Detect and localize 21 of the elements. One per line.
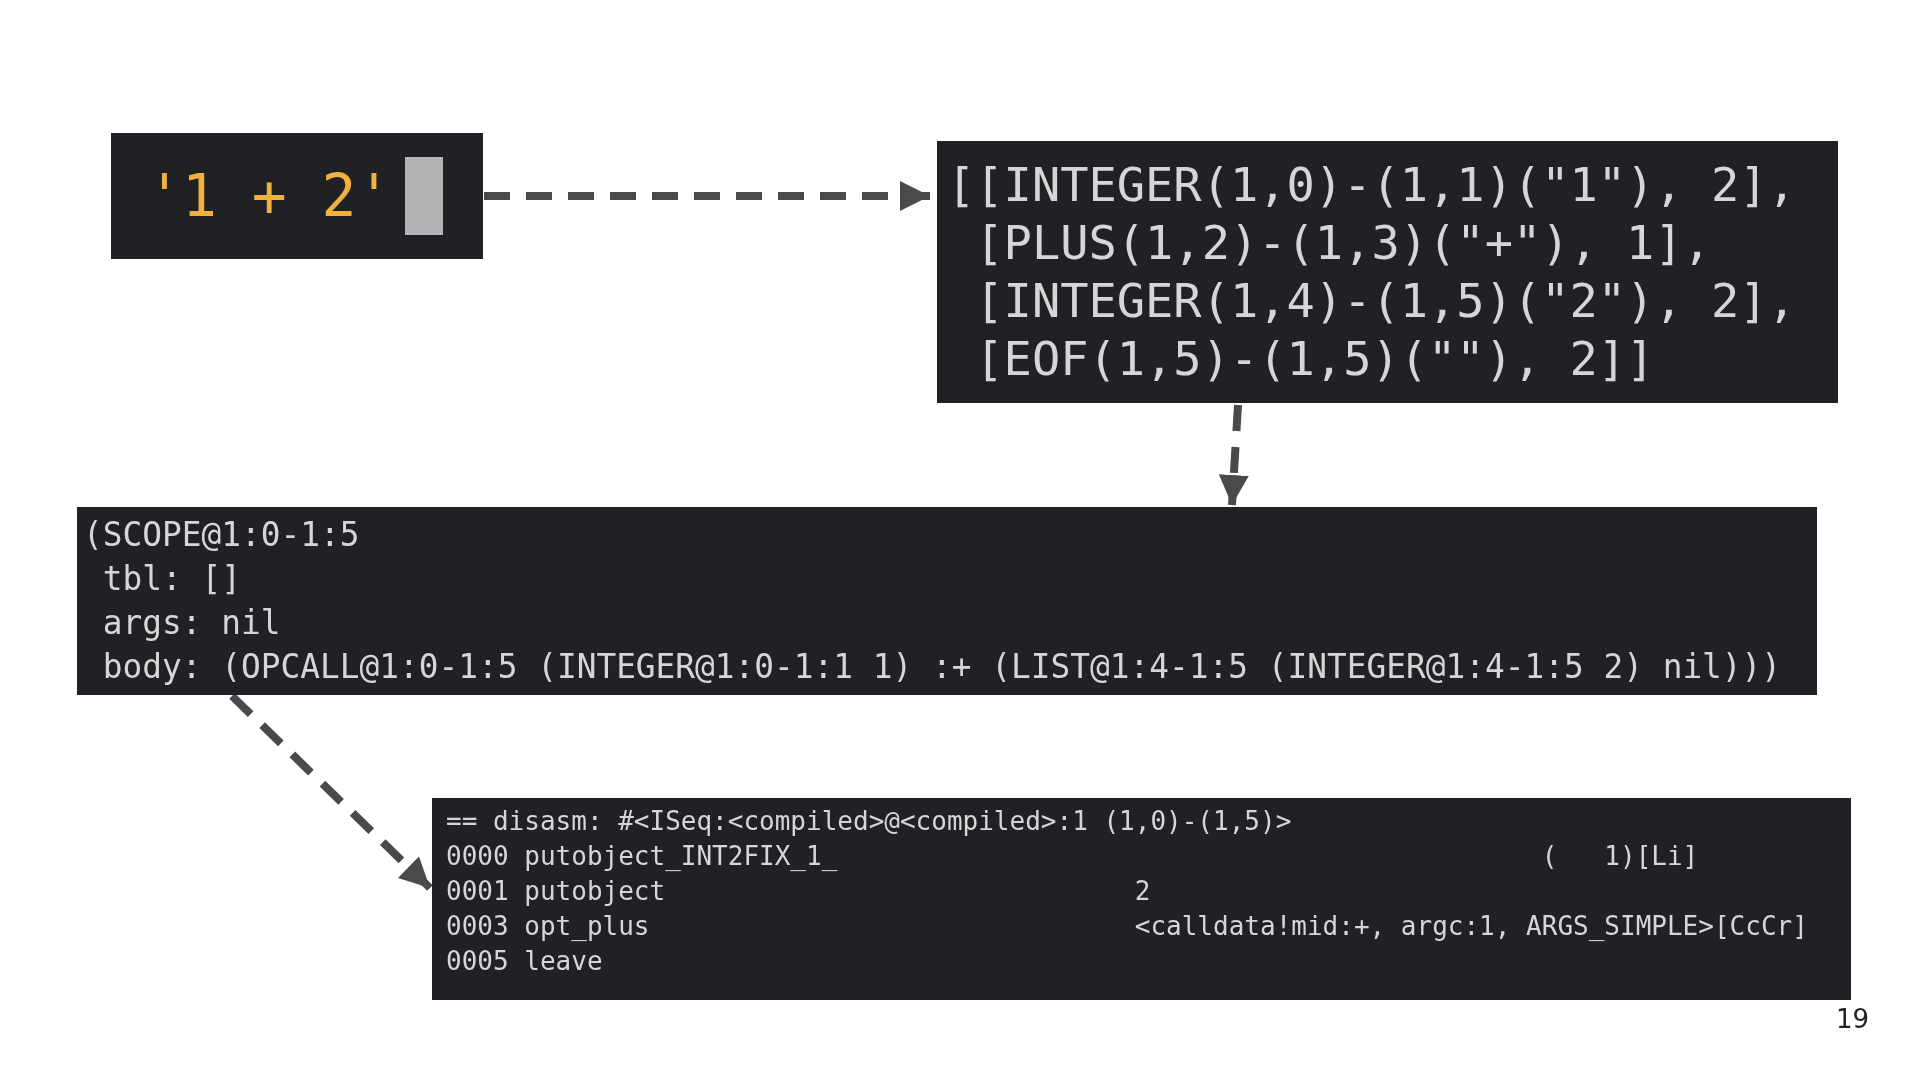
code-line: [PLUS(1,2)-(1,3)("+"), 1], — [974, 214, 1711, 272]
dashed-arrow — [1218, 404, 1249, 506]
terminal-panel — [111, 133, 483, 259]
page-number: 19 — [1836, 1004, 1870, 1034]
terminal-panel — [77, 507, 1817, 695]
code-line: [INTEGER(1,4)-(1,5)("2"), 2], — [974, 272, 1796, 330]
code-line: (SCOPE@1:0-1:5 — [83, 515, 360, 556]
terminal-panel — [432, 798, 1851, 1000]
terminal-panel — [937, 141, 1838, 403]
code-line: == disasm: #<ISeq:<compiled>@<compiled>:1 (1,0)-(1,5)> — [446, 805, 1292, 838]
code-line: [[INTEGER(1,0)-(1,1)("1"), 2], — [947, 156, 1796, 214]
code-line: 0003 opt_plus <calldata!mid:+, argc:1, ARGS_SIMPLE>[CcCr] — [446, 910, 1808, 943]
code-line: tbl: [] — [101, 559, 241, 600]
code-line: args: nil — [101, 603, 281, 644]
code-line: 0005 leave — [446, 945, 603, 978]
dashed-arrow — [229, 693, 433, 891]
code-line: [EOF(1,5)-(1,5)(""), 2]] — [974, 330, 1655, 388]
code-line: body: (OPCALL@1:0-1:5 (INTEGER@1:0-1:1 1) :+ (LIST@1:4-1:5 (INTEGER@1:4-1:5 2) nil))) — [101, 647, 1782, 688]
code-line: '1 + 2' — [147, 161, 392, 231]
code-line: 0001 putobject 2 — [446, 875, 1151, 908]
code-line: 0000 putobject_INT2FIX_1_ ( 1)[Li] — [446, 840, 1699, 873]
